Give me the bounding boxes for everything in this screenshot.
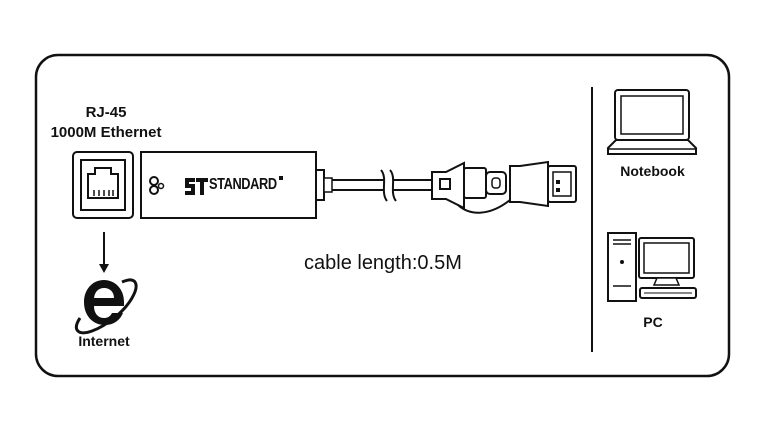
usb-c-plug-icon [431,161,507,210]
internet-label: Internet [78,333,130,349]
cable-length-text: cable length:0.5M [304,252,462,274]
pc-label: PC [643,314,663,330]
adapter-brand: STANDARD [209,176,277,193]
notebook-label: Notebook [620,163,685,179]
standard-logo-icon [149,176,165,195]
desktop-pc-icon [607,232,697,302]
port-subtitle: 1000M Ethernet [50,124,162,141]
laptop-icon [607,89,697,155]
internet-explorer-icon [75,278,138,335]
ethernet-port-icon [72,151,134,219]
diagram-frame [34,53,731,378]
cable [332,169,433,202]
port-title: RJ-45 [85,104,127,121]
st-mark [185,178,208,195]
usb-a-plug-icon [509,160,577,208]
usb-branch-cable [457,199,511,214]
adapter-body [140,151,333,219]
arrow-down-icon [99,232,109,273]
